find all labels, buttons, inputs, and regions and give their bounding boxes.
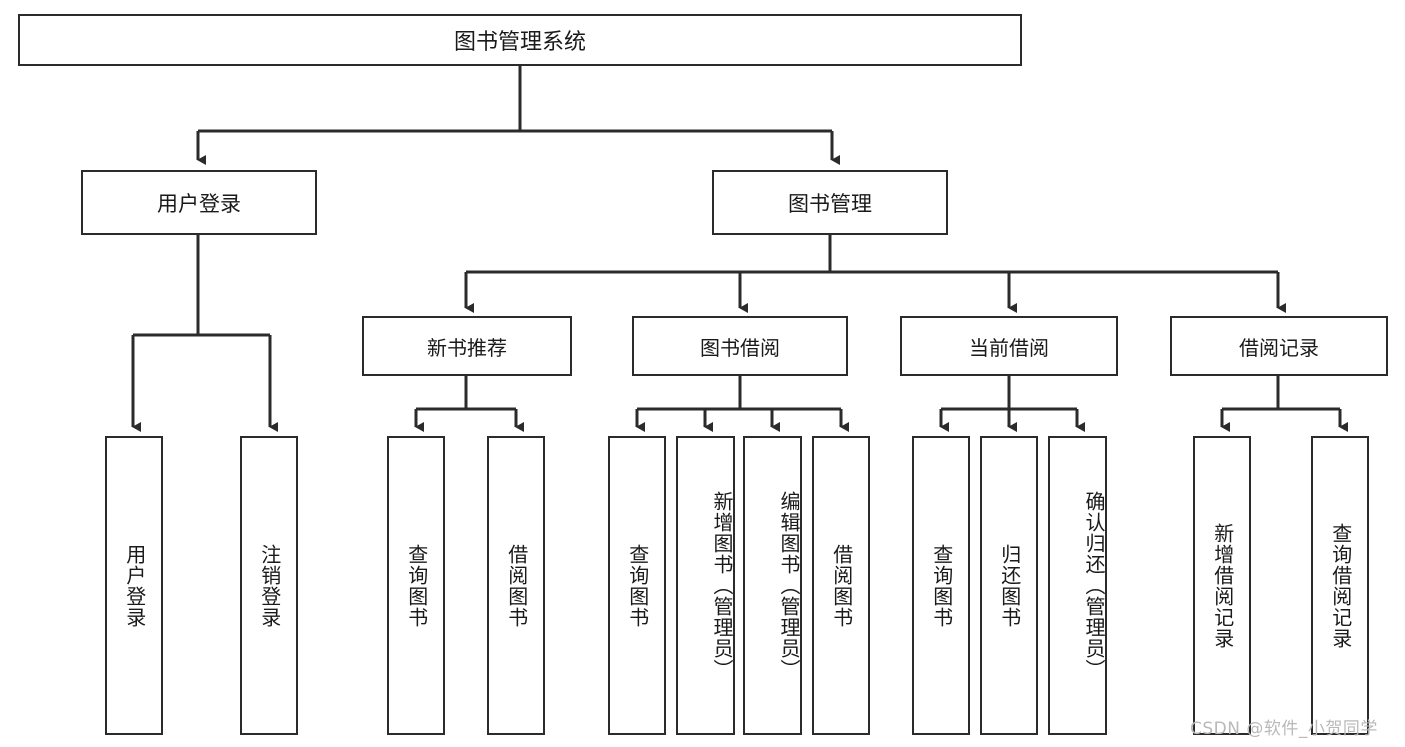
node-label: 图书管理系统	[453, 30, 586, 55]
node-label: 用户登录	[157, 191, 241, 216]
leaf-edit-book-admin[interactable]: 编辑图书（管理员）	[743, 436, 802, 735]
leaf-query-book-borrow[interactable]: 查询图书	[608, 436, 666, 735]
node-label: 归还图书	[997, 543, 1022, 628]
node-book-borrow[interactable]: 图书借阅	[632, 316, 848, 376]
leaf-add-book-admin[interactable]: 新增图书（管理员）	[676, 436, 735, 735]
leaf-query-borrow-record[interactable]: 查询借阅记录	[1311, 436, 1369, 735]
node-root-book-management-system[interactable]: 图书管理系统	[18, 14, 1022, 66]
node-label: 当前借阅	[969, 335, 1049, 360]
node-label: 注销登录	[257, 543, 282, 628]
node-label: 查询图书	[404, 543, 429, 628]
node-label: 查询图书	[625, 543, 650, 628]
leaf-user-login[interactable]: 用户登录	[105, 436, 163, 735]
node-label: 编辑图书（管理员）	[777, 491, 801, 680]
node-label: 借阅记录	[1239, 335, 1319, 360]
node-label: 借阅图书	[504, 543, 529, 628]
node-new-book-recommend[interactable]: 新书推荐	[362, 316, 572, 376]
node-label: 新增图书（管理员）	[710, 491, 734, 680]
leaf-confirm-return-admin[interactable]: 确认归还（管理员）	[1048, 436, 1107, 735]
csdn-watermark: CSDN @软件_小贺同学	[1190, 714, 1378, 739]
leaf-query-book-current[interactable]: 查询图书	[912, 436, 970, 735]
leaf-borrow-book[interactable]: 借阅图书	[812, 436, 870, 735]
node-label: 图书管理	[788, 191, 872, 216]
watermark-text: CSDN @软件_小贺同学	[1190, 719, 1378, 739]
node-label: 查询图书	[929, 543, 954, 628]
node-book-management[interactable]: 图书管理	[712, 170, 948, 235]
leaf-return-book[interactable]: 归还图书	[980, 436, 1038, 735]
node-label: 新书推荐	[427, 335, 507, 360]
leaf-borrow-book-recommend[interactable]: 借阅图书	[487, 436, 545, 735]
node-label: 查询借阅记录	[1328, 522, 1353, 649]
node-label: 借阅图书	[829, 543, 854, 628]
node-borrow-record[interactable]: 借阅记录	[1170, 316, 1388, 376]
leaf-add-borrow-record[interactable]: 新增借阅记录	[1193, 436, 1251, 735]
node-label: 确认归还（管理员）	[1082, 491, 1106, 680]
node-current-borrow[interactable]: 当前借阅	[900, 316, 1118, 376]
leaf-logout-login[interactable]: 注销登录	[240, 436, 298, 735]
node-label: 新增借阅记录	[1210, 522, 1235, 649]
leaf-query-book-recommend[interactable]: 查询图书	[387, 436, 445, 735]
node-label: 用户登录	[122, 543, 147, 628]
node-label: 图书借阅	[700, 335, 780, 360]
node-user-login[interactable]: 用户登录	[81, 170, 317, 235]
